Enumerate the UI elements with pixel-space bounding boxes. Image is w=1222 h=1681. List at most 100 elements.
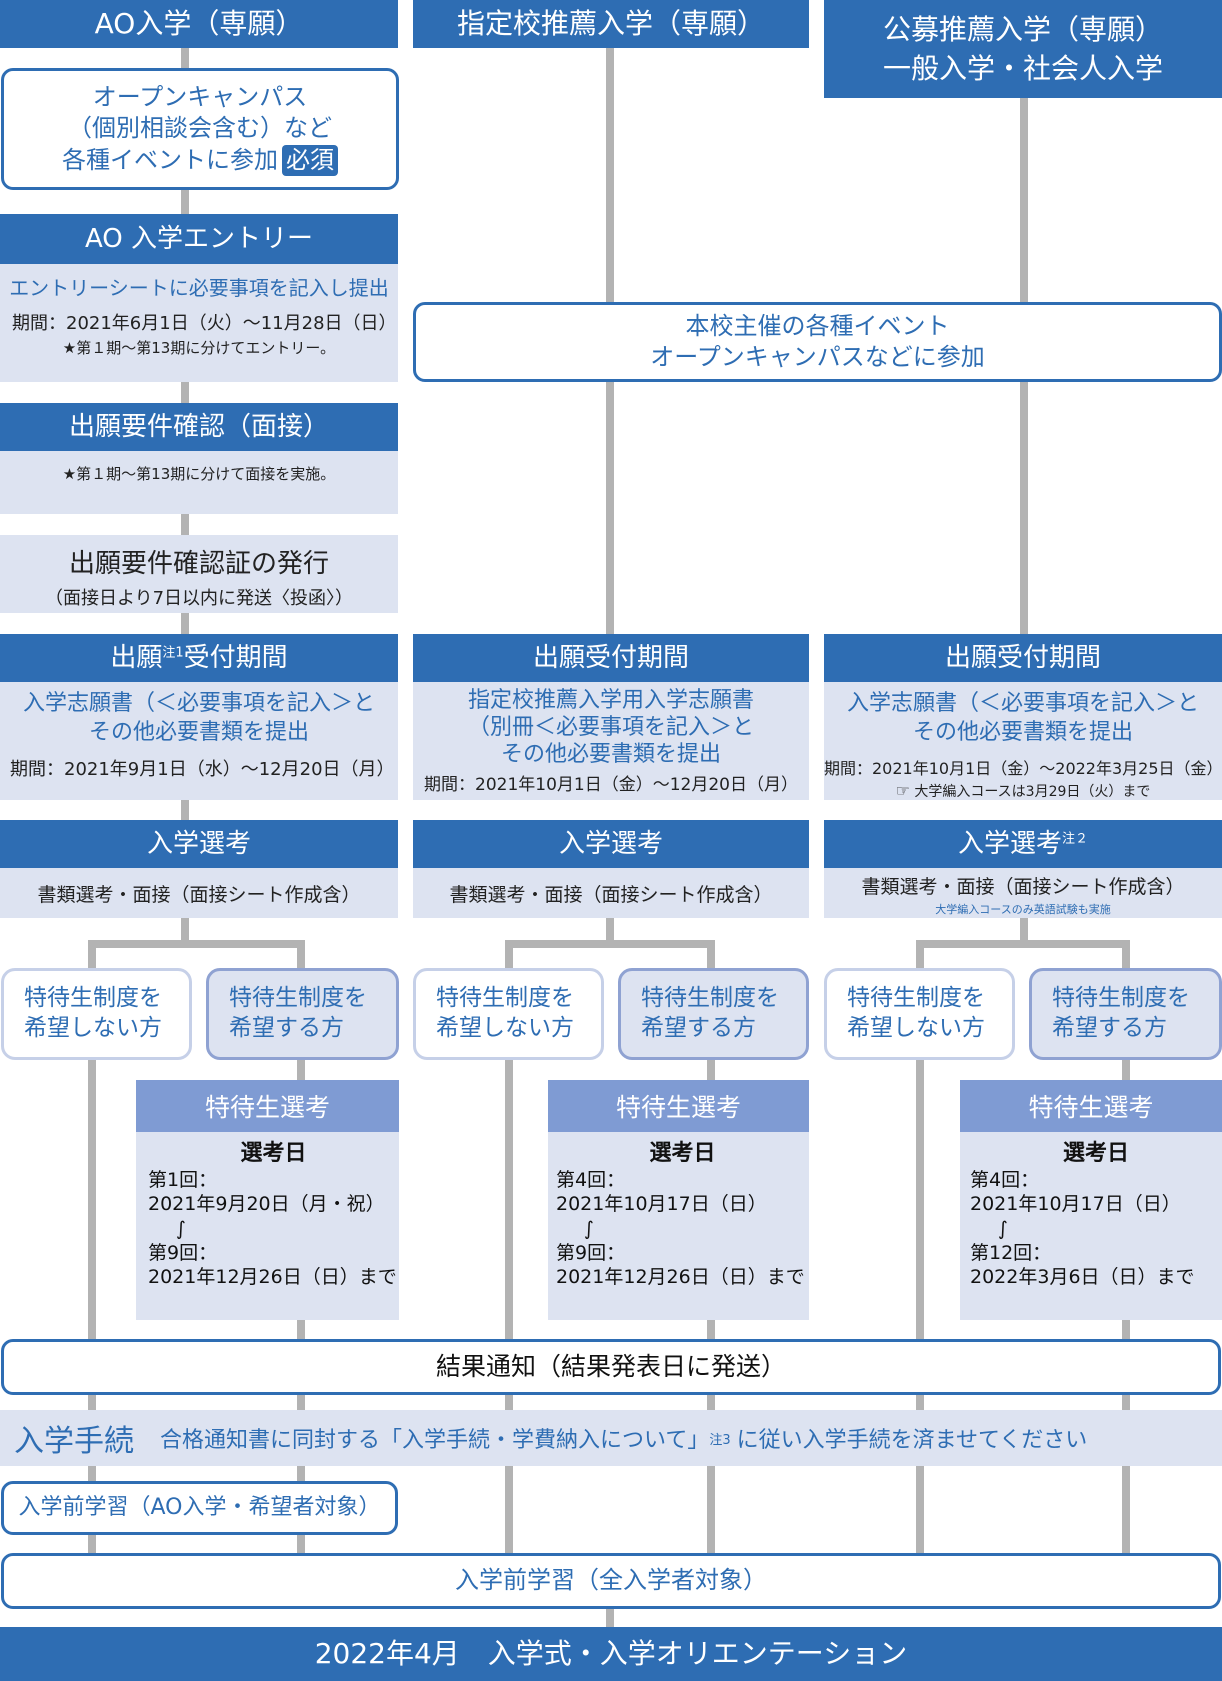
ao-select-body: 書類選考・面接（面接シート作成含）: [0, 868, 398, 918]
koubo-tokutai-r1: 第4回：: [970, 1169, 1040, 1192]
koubo-apply-note: 大学編入コースは3月29日（火）まで: [914, 784, 1151, 801]
koubo-select-desc: 書類選考・面接（面接シート作成含）: [861, 876, 1185, 898]
koubo-apply-title-text: 出願受付期間: [944, 642, 1101, 673]
ao-wish-box: 特待生制度を 希望する方: [206, 968, 399, 1060]
ao-cert-title: 出願要件確認証の発行: [68, 549, 329, 579]
koubo-select-body: 書類選考・面接（面接シート作成含） 大学編入コースのみ英語試験も実施: [824, 868, 1222, 918]
ao-tokutai-day-label: 選考日: [240, 1141, 307, 1166]
header-ao-label: AO入学（専願）: [94, 7, 304, 41]
ao-entry-body: エントリーシートに必要事項を記入し提出 期間：2021年6月1日（火）～11月2…: [0, 264, 398, 382]
header-koubo-line2: 一般入学・社会人入学: [882, 52, 1163, 85]
koubo-apply-period: 期間：2021年10月1日（金）～2022年3月25日（金）: [824, 759, 1222, 779]
ao-select-title-text: 入学選考: [146, 828, 251, 859]
koubo-tokutai-d2: 2022年3月6日（日）まで: [970, 1266, 1195, 1289]
shitei-select-title: 入学選考: [413, 820, 809, 868]
ao-select-desc: 書類選考・面接（面接シート作成含）: [37, 884, 361, 906]
header-koubo-line1: 公募推薦入学（専願）: [882, 12, 1163, 46]
shitei-apply-title-text: 出願受付期間: [532, 642, 689, 673]
ao-wish-line1: 特待生制度を: [229, 985, 367, 1012]
result-box: 結果通知（結果発表日に発送）: [1, 1339, 1221, 1395]
shitei-tokutai-r2: 第9回：: [556, 1242, 626, 1265]
koubo-tokutai-day-label: 選考日: [1062, 1141, 1129, 1166]
procedure-note-ref: 注3: [709, 1432, 731, 1448]
shitei-tokutai-body: 選考日 第4回： 2021年10月17日（日） ∫ 第9回： 2021年12月2…: [548, 1132, 809, 1320]
shitei-apply-title: 出願受付期間: [413, 634, 809, 682]
ao-tokutai-d2: 2021年12月26日（日）まで: [148, 1266, 397, 1289]
koubo-tokutai-title: 特待生選考: [960, 1080, 1222, 1132]
procedure-bar: 入学手続 合格通知書に同封する「入学手続・学費納入について」 注3 に従い入学手…: [0, 1410, 1222, 1466]
shitei-tokutai-r1: 第4回：: [556, 1169, 626, 1192]
koubo-tokutai-tilde: ∫: [998, 1217, 1008, 1240]
pre-study-all-text: 入学前学習（全入学者対象）: [455, 1566, 767, 1595]
ao-apply-body: 入学志願書（＜必要事項を記入＞と その他必要書類を提出 期間：2021年9月1日…: [0, 682, 398, 800]
koubo-select-note-ref: 注２: [1062, 831, 1089, 847]
ao-check-title-text: 出願要件確認（面接）: [68, 411, 329, 442]
ao-apply-title-a: 出願: [110, 642, 163, 673]
ao-check-title: 出願要件確認（面接）: [0, 403, 398, 451]
shitei-no-wish-box: 特待生制度を 希望しない方: [413, 968, 604, 1060]
ao-apply-note-ref: 注1: [162, 645, 184, 661]
shitei-tokutai-day-label: 選考日: [649, 1141, 716, 1166]
ao-check-note: ★第１期～第13期に分けて面接を実施。: [62, 465, 336, 483]
koubo-no-wish-line1: 特待生制度を: [847, 985, 985, 1012]
procedure-text2: に従い入学手続を済ませてください: [736, 1428, 1088, 1453]
koubo-select-title-text: 入学選考: [957, 828, 1062, 859]
final-text: 2022年4月 入学式・入学オリエンテーション: [314, 1637, 908, 1671]
ao-no-wish-line1: 特待生制度を: [24, 985, 162, 1012]
shared-event-box: 本校主催の各種イベント オープンキャンパスなどに参加: [413, 302, 1222, 382]
koubo-tokutai-title-text: 特待生選考: [1028, 1093, 1154, 1122]
shitei-apply-desc2: （別冊＜必要事項を記入＞と: [467, 714, 754, 740]
ao-apply-period: 期間：2021年9月1日（水）～12月20日（月）: [10, 759, 395, 781]
koubo-apply-body: 入学志願書（＜必要事項を記入＞と その他必要書類を提出 期間：2021年10月1…: [824, 682, 1222, 800]
ao-event-box: オープンキャンパス （個別相談会含む）など 各種イベントに参加必須: [1, 68, 399, 190]
koubo-wish-line1: 特待生制度を: [1052, 985, 1190, 1012]
koubo-wish-box: 特待生制度を 希望する方: [1029, 968, 1222, 1060]
shitei-tokutai-title: 特待生選考: [548, 1080, 809, 1132]
ao-check-body: ★第１期～第13期に分けて面接を実施。: [0, 451, 398, 514]
final-bar: 2022年4月 入学式・入学オリエンテーション: [0, 1627, 1222, 1681]
koubo-wish-line2: 希望する方: [1052, 1015, 1167, 1041]
ao-event-line3: 各種イベントに参加: [62, 145, 278, 174]
shitei-apply-period: 期間：2021年10月1日（金）～12月20日（月）: [424, 775, 798, 796]
required-badge: 必須: [282, 144, 338, 176]
ao-apply-title: 出願注1受付期間: [0, 634, 398, 682]
shitei-tokutai-d2: 2021年12月26日（日）まで: [556, 1266, 805, 1289]
ao-tokutai-title: 特待生選考: [136, 1080, 399, 1132]
pointing-hand-icon: ☞: [895, 781, 910, 801]
koubo-select-note: 大学編入コースのみ英語試験も実施: [935, 903, 1111, 916]
ao-entry-note: ★第１期～第13期に分けてエントリー。: [62, 339, 336, 357]
shitei-apply-desc3: その他必要書類を提出: [500, 741, 721, 767]
koubo-tokutai-r2: 第12回：: [970, 1242, 1052, 1265]
shitei-select-body: 書類選考・面接（面接シート作成含）: [413, 868, 809, 918]
shitei-no-wish-line2: 希望しない方: [436, 1015, 574, 1041]
ao-apply-desc2: その他必要書類を提出: [88, 719, 309, 745]
header-shitei: 指定校推薦入学（専願）: [413, 0, 809, 48]
koubo-apply-desc2: その他必要書類を提出: [912, 719, 1133, 745]
shitei-tokutai-d1: 2021年10月17日（日）: [556, 1193, 767, 1216]
pre-study-ao-box: 入学前学習（AO入学・希望者対象）: [1, 1481, 398, 1535]
ao-tokutai-title-text: 特待生選考: [204, 1093, 330, 1122]
ao-apply-desc1: 入学志願書（＜必要事項を記入＞と: [22, 691, 375, 716]
shared-event-line1: 本校主催の各種イベント: [685, 311, 950, 340]
pre-study-all-box: 入学前学習（全入学者対象）: [1, 1553, 1221, 1609]
ao-tokutai-body: 選考日 第1回： 2021年9月20日（月・祝） ∫ 第9回： 2021年12月…: [136, 1132, 399, 1320]
koubo-tokutai-body: 選考日 第4回： 2021年10月17日（日） ∫ 第12回： 2022年3月6…: [960, 1132, 1222, 1320]
shitei-apply-desc1: 指定校推薦入学用入学志願書: [467, 688, 754, 713]
ao-tokutai-r1: 第1回：: [148, 1169, 218, 1192]
ao-event-line1: オープンキャンパス: [92, 83, 308, 112]
ao-tokutai-tilde: ∫: [176, 1217, 186, 1240]
shitei-wish-box: 特待生制度を 希望する方: [618, 968, 809, 1060]
shitei-wish-line2: 希望する方: [641, 1015, 756, 1041]
koubo-apply-desc1: 入学志願書（＜必要事項を記入＞と: [846, 691, 1199, 716]
koubo-select-title: 入学選考注２: [824, 820, 1222, 868]
ao-apply-title-b: 受付期間: [183, 642, 288, 673]
koubo-tokutai-d1: 2021年10月17日（日）: [970, 1193, 1181, 1216]
shitei-tokutai-title-text: 特待生選考: [615, 1093, 741, 1122]
ao-no-wish-box: 特待生制度を 希望しない方: [1, 968, 192, 1060]
shitei-select-title-text: 入学選考: [558, 828, 663, 859]
koubo-no-wish-line2: 希望しない方: [847, 1015, 985, 1041]
shitei-no-wish-line1: 特待生制度を: [436, 985, 574, 1012]
procedure-text1: 合格通知書に同封する「入学手続・学費納入について」: [160, 1428, 710, 1453]
ao-entry-period: 期間：2021年6月1日（火）～11月28日（日）: [12, 313, 397, 334]
ao-tokutai-d1: 2021年9月20日（月・祝）: [148, 1193, 385, 1216]
